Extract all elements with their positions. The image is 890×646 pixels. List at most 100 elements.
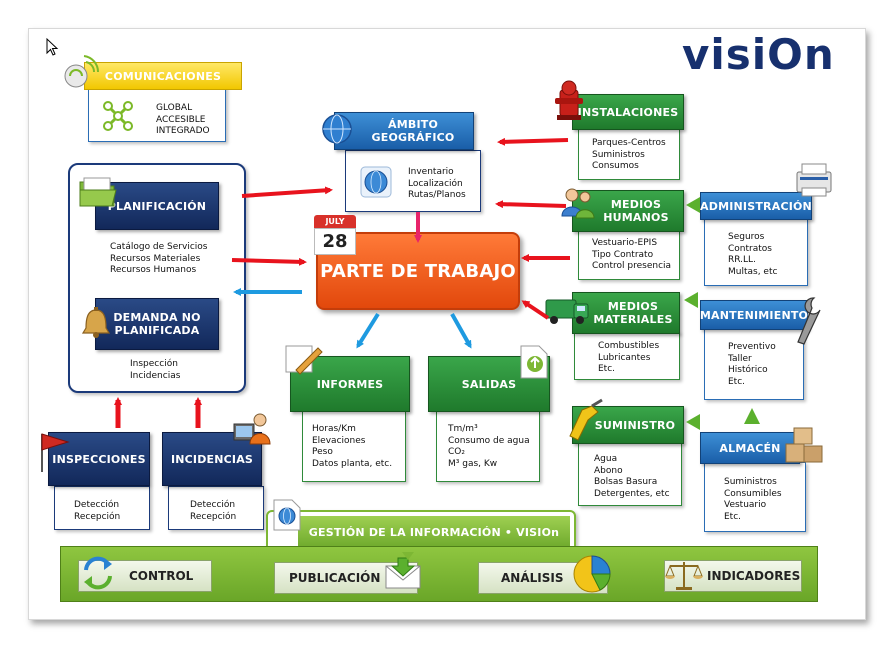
operator-icon [233, 413, 271, 445]
arrow-planificacion-to-parte [231, 257, 307, 266]
incidencias-header: INCIDENCIAS [162, 432, 262, 486]
informes-box [302, 410, 406, 482]
medios-materiales-list: Combustibles Lubricantes Etc. [598, 341, 659, 376]
parte-title: PARTE DE TRABAJO [320, 260, 516, 282]
arrow-medios-materiales-to-parte [521, 300, 550, 320]
list-item: Inventario [408, 167, 454, 177]
list-item: Multas, etc [728, 266, 778, 277]
planificacion-header: PLANIFICACIÓN [95, 182, 219, 230]
list-item: Agua [594, 454, 618, 464]
administracion-list: Seguros Contratos RR.LL. Multas, etc [728, 232, 777, 278]
informes-title: INFORMES [316, 377, 384, 391]
garbage-truck-icon [545, 299, 589, 324]
calendar-icon: JULY 28 [314, 215, 356, 255]
informes-list: Horas/Km Elevaciones Peso Datos planta, … [312, 424, 392, 470]
list-item: Consumo de agua [448, 435, 530, 446]
list-item: Incidencias [130, 370, 181, 381]
list-item: Contratos [728, 243, 772, 254]
hydrant-icon [555, 80, 583, 120]
salidas-header: SALIDAS [428, 356, 550, 412]
arrow-instalaciones-to-ambito [497, 137, 569, 146]
list-item: Detección [74, 500, 120, 510]
incidencias-list: Detección Recepción [190, 500, 236, 523]
inspecciones-box [54, 486, 150, 530]
list-item: GLOBAL [156, 103, 193, 113]
inspecciones-title: INSPECCIONES [52, 452, 146, 466]
arrow-gestion-down [402, 552, 414, 560]
list-item: M³ gas, Kw [448, 458, 498, 469]
bell-icon [81, 307, 111, 338]
control-button[interactable]: CONTROL [78, 560, 212, 592]
people-icon [561, 188, 595, 219]
list-item: Detección [190, 500, 236, 510]
instalaciones-box [578, 128, 680, 180]
almacen-list: Suministros Consumibles Vestuario Etc. [724, 477, 782, 523]
list-item: Consumos [592, 161, 639, 171]
inspecciones-list: Detección Recepción [74, 500, 120, 523]
arrow-almacen-to-mantenimiento [744, 408, 760, 424]
medios-humanos-list: Vestuario-EPIS Tipo Contrato Control pre… [592, 238, 671, 273]
arrow-medios-humanos-to-ambito [495, 200, 567, 209]
refresh-icon [84, 556, 112, 590]
list-item: RR.LL. [728, 255, 756, 265]
envelope-icon [385, 557, 421, 589]
control-label: CONTROL [129, 569, 194, 583]
arrow-parte-to-informes [356, 312, 380, 349]
ambito-title: ÁMBITO GEOGRÁFICO [371, 118, 455, 144]
ambito-list: Inventario Localización Rutas/Planos [408, 167, 466, 202]
list-item: Histórico [728, 365, 768, 375]
list-item: Parques-Centros [592, 138, 666, 148]
list-item: Suministros [724, 477, 777, 487]
medios-humanos-title: MEDIOS HUMANOS [603, 198, 669, 224]
list-item: Horas/Km [312, 424, 356, 434]
list-item: Etc. [728, 376, 746, 387]
logo-text: visiOn [682, 30, 835, 79]
planificacion-title: PLANIFICACIÓN [107, 199, 207, 213]
comunicaciones-title: COMUNICACIONES [104, 69, 222, 83]
mantenimiento-header: MANTENIMIENTO [700, 300, 808, 330]
export-document-icon [520, 345, 548, 379]
list-item: Recepción [190, 511, 237, 522]
pie-chart-icon [573, 555, 611, 593]
indicadores-label: INDICADORES [707, 569, 801, 583]
list-item: Tipo Contrato [592, 249, 654, 260]
incidencias-title: INCIDENCIAS [170, 452, 254, 466]
network-icon [103, 101, 133, 131]
demanda-header: DEMANDA NO PLANIFICADA [95, 298, 219, 350]
medios-materiales-box [574, 332, 680, 380]
medios-materiales-header: MEDIOS MATERIALES [572, 292, 680, 334]
mantenimiento-list: Preventivo Taller Histórico Etc. [728, 342, 776, 388]
demanda-list: Inspección Incidencias [130, 359, 180, 382]
list-item: Rutas/Planos [408, 190, 466, 200]
list-item: Localización [408, 178, 463, 189]
planificacion-list: Catálogo de Servicios Recursos Materiale… [110, 242, 207, 277]
almacen-header: ALMACÉN [700, 432, 800, 464]
almacen-title: ALMACÉN [719, 441, 781, 455]
boxes-icon [785, 427, 823, 463]
instalaciones-header: INSTALACIONES [572, 94, 684, 130]
list-item: Preventivo [728, 342, 776, 352]
fuel-nozzle-icon [569, 398, 603, 441]
arrow-administracion-to-medios-humanos [686, 197, 700, 213]
list-item: Suministros [592, 149, 645, 160]
list-item: Seguros [728, 232, 765, 242]
salidas-box [436, 410, 540, 482]
administracion-box [704, 218, 808, 286]
calendar-month: JULY [314, 215, 356, 228]
list-item: Inspección [130, 359, 178, 369]
list-item: Datos planta, etc. [312, 458, 393, 469]
parte-de-trabajo-box: PARTE DE TRABAJO [316, 232, 520, 310]
incidencias-box [168, 486, 264, 530]
administracion-header: ADMINISTRACIÓN [700, 192, 812, 220]
arrow-mantenimiento-to-medios-materiales [684, 292, 698, 308]
list-item: ACCESIBLE [156, 114, 206, 125]
ambito-header: ÁMBITO GEOGRÁFICO [334, 112, 474, 150]
list-item: Abono [594, 465, 623, 476]
list-item: Lubricantes [598, 352, 651, 363]
list-item: Recursos Materiales [110, 253, 201, 264]
list-item: Peso [312, 447, 333, 457]
list-item: Detergentes, etc [594, 488, 670, 499]
gestion-title: GESTIÓN DE LA INFORMACIÓN • VISIOn [308, 525, 560, 539]
salidas-list: Tm/m³ Consumo de agua CO₂ M³ gas, Kw [448, 424, 530, 470]
